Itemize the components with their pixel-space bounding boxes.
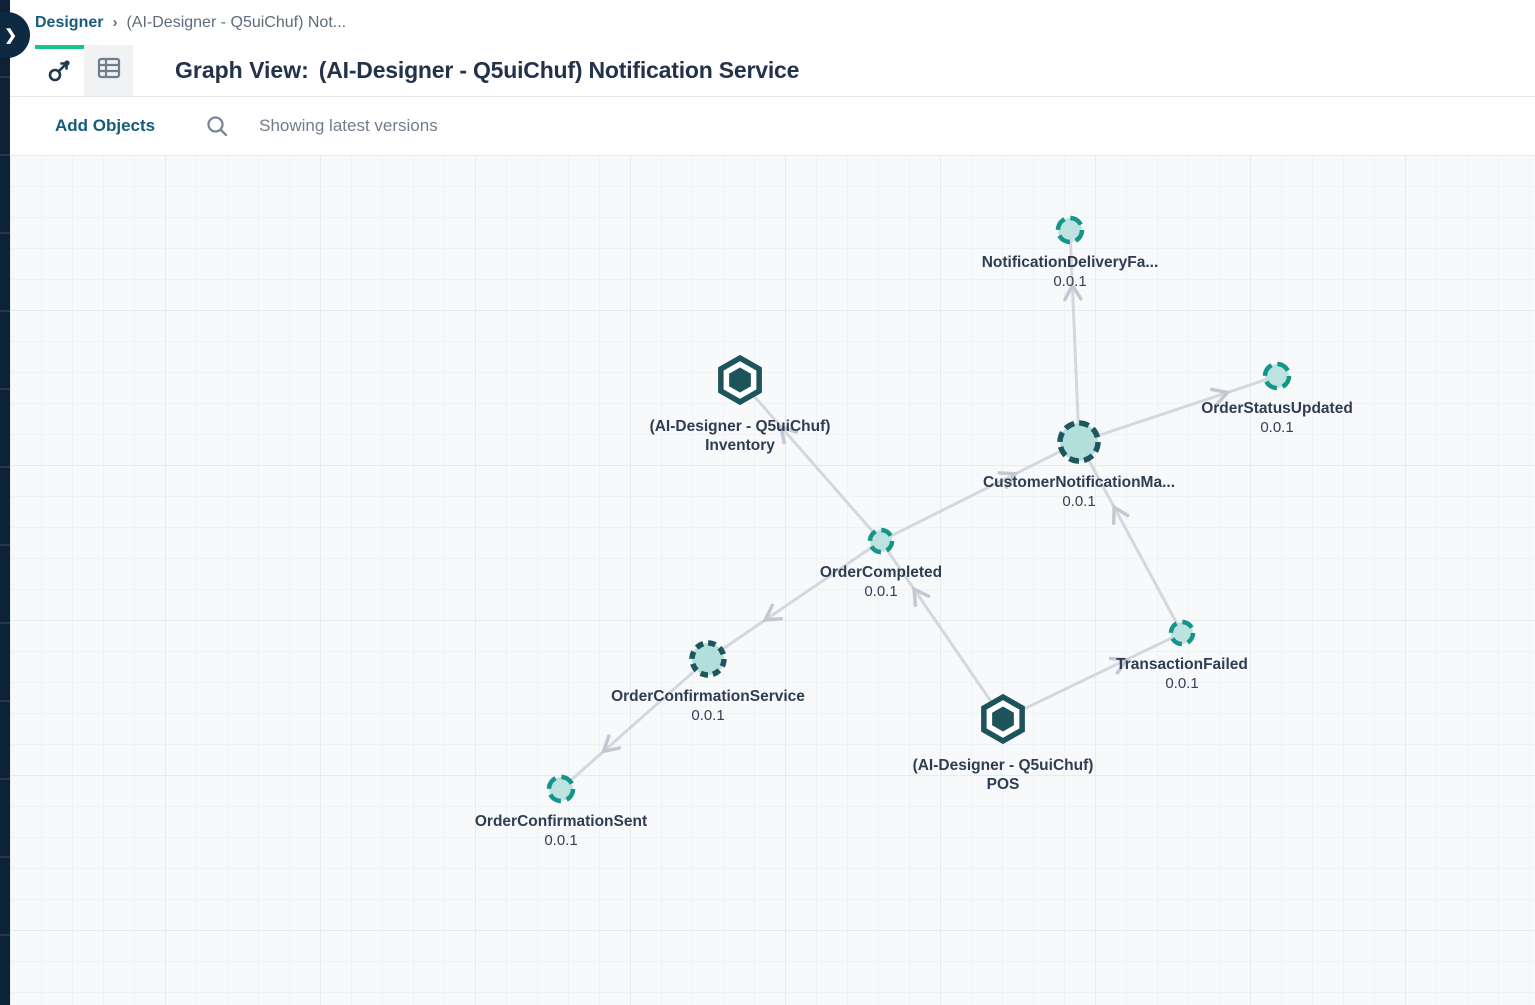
service-hexagon-icon (981, 693, 1025, 745)
event-circle-icon (1055, 215, 1085, 245)
graph-edge-order_confirmation_service-to-order_confirmation_sent (560, 657, 709, 791)
event-circle-icon (867, 527, 895, 555)
add-objects-button[interactable]: Add Objects (55, 116, 156, 135)
tab-table-view[interactable] (84, 45, 133, 96)
chevron-right-icon: ❯ (4, 26, 17, 44)
tab-graph-view[interactable] (35, 45, 84, 96)
edge-arrow-icon (762, 603, 783, 622)
graph-node-customer_notification_manager[interactable]: CustomerNotificationMa... 0.0.1 (983, 412, 1175, 510)
graph-node-order_confirmation_sent[interactable]: OrderConfirmationSent 0.0.1 (475, 759, 647, 849)
graph-node-transaction_failed[interactable]: TransactionFailed 0.0.1 (1116, 603, 1248, 692)
breadcrumb: Designer › (AI-Designer - Q5uiChuf) Not.… (10, 0, 1535, 45)
edge-arrow-icon (1063, 281, 1083, 302)
page-title: Graph View: (AI-Designer - Q5uiChuf) Not… (175, 45, 799, 96)
graph-node-inventory[interactable]: (AI-Designer - Q5uiChuf) Inventory (650, 350, 830, 454)
edge-arrow-icon (600, 734, 622, 754)
graph-node-order_status_updated[interactable]: OrderStatusUpdated 0.0.1 (1201, 346, 1353, 436)
edge-arrow-icon (1108, 656, 1130, 675)
event-circle-icon (546, 774, 576, 804)
table-view-icon (96, 55, 122, 86)
graph-node-pos[interactable]: (AI-Designer - Q5uiChuf) POS (913, 689, 1093, 793)
graph-edge-pos-to-transaction_failed (1002, 631, 1183, 721)
event-circle-icon (1262, 361, 1292, 391)
graph-edge-order_completed-to-customer_notification_manager (880, 440, 1080, 543)
graph-node-order_completed[interactable]: OrderCompleted 0.0.1 (820, 511, 942, 600)
header: Designer › (AI-Designer - Q5uiChuf) Not.… (10, 0, 1535, 155)
graph-node-notification_delivery_failed[interactable]: NotificationDeliveryFa... 0.0.1 (982, 200, 1158, 290)
breadcrumb-root-link[interactable]: Designer (35, 13, 104, 31)
breadcrumb-current: (AI-Designer - Q5uiChuf) Not... (126, 13, 347, 31)
graph-canvas[interactable]: NotificationDeliveryFa... 0.0.1 OrderSta… (10, 155, 1535, 1005)
graph-edge-order_completed-to-inventory (738, 379, 883, 542)
edge-layer (560, 229, 1278, 791)
edge-arrow-icon (1209, 387, 1231, 407)
page-title-name: (AI-Designer - Q5uiChuf) Notification Se… (318, 57, 800, 83)
graph-edge-customer_notification_manager-to-order_status_updated (1078, 374, 1278, 444)
page-title-prefix: Graph View: (175, 57, 309, 83)
graph-edge-order_completed-to-order_confirmation_service (707, 539, 882, 661)
versions-status-text: Showing latest versions (259, 116, 438, 135)
view-tab-bar: Graph View: (AI-Designer - Q5uiChuf) Not… (10, 45, 1535, 97)
graph-edge-pos-to-order_completed (879, 540, 1005, 720)
service-ring-icon (689, 640, 727, 678)
collapsed-sidebar-rail (0, 0, 10, 1005)
service-ring-icon (1057, 420, 1101, 464)
graph-toolbar: Add Objects Showing latest versions (10, 97, 1535, 155)
graph-edge-transaction_failed-to-customer_notification_manager (1077, 441, 1184, 634)
edge-arrow-icon (997, 471, 1019, 489)
graph-node-order_confirmation_service[interactable]: OrderConfirmationService 0.0.1 (611, 629, 805, 724)
graph-view-icon (47, 57, 73, 88)
edge-arrow-icon (912, 586, 931, 608)
graph-edge-customer_notification_manager-to-notification_delivery_failed (1068, 229, 1081, 443)
event-circle-icon (1168, 619, 1196, 647)
edge-arrow-icon (778, 424, 798, 445)
edge-arrow-icon (1111, 503, 1130, 525)
search-icon[interactable] (205, 114, 229, 138)
breadcrumb-separator: › (112, 14, 118, 31)
service-hexagon-icon (718, 354, 762, 406)
